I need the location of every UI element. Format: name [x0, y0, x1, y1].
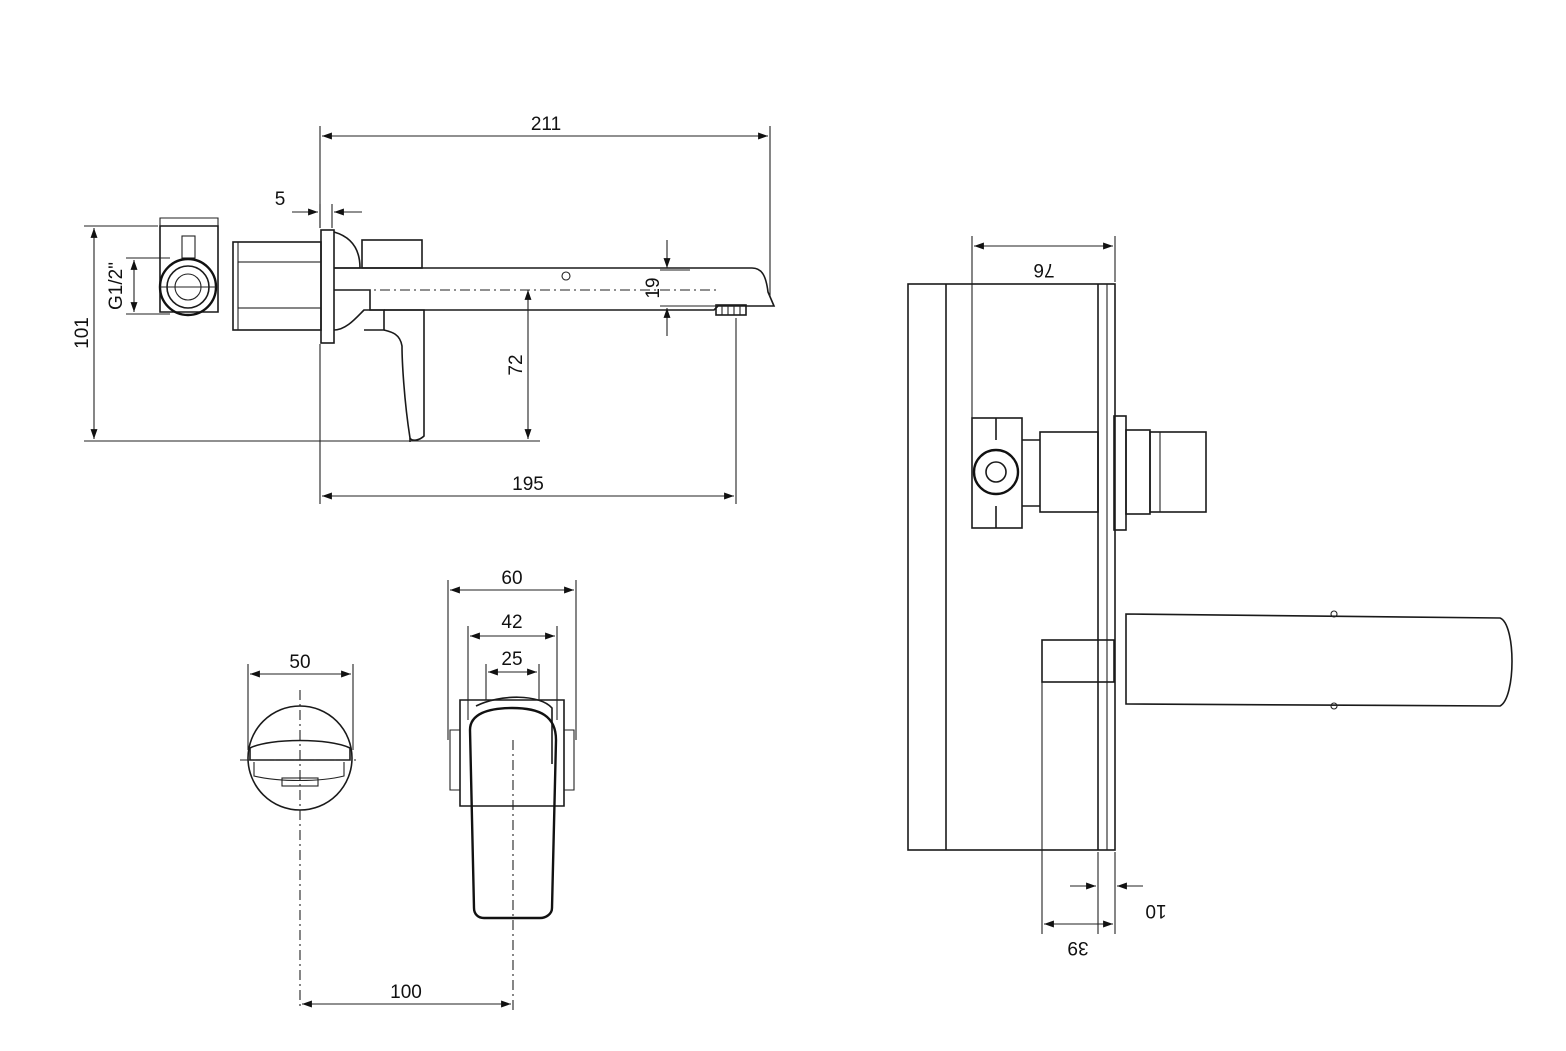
valve-body: [232, 241, 322, 331]
dim-100: 100: [390, 982, 422, 1003]
plan-spout: [1125, 613, 1513, 707]
spout-cap: [361, 239, 423, 269]
dim-101: 101: [72, 317, 93, 349]
plan-valve-body: [1039, 431, 1099, 513]
front-lever: [468, 706, 558, 920]
dim-211: 211: [531, 114, 561, 135]
plan-handle-cap: [1149, 431, 1207, 513]
spout: [334, 267, 776, 311]
handle-neck: [333, 231, 361, 269]
dim-60: 60: [501, 568, 522, 589]
plan-bracket: [971, 417, 1023, 529]
spout-hole: [561, 271, 571, 281]
wall-flange: [320, 229, 335, 344]
dim-76: 76: [1033, 259, 1054, 280]
dim-50: 50: [289, 652, 310, 673]
side-view: 211 5 101 G1/2" 72 19 195: [72, 114, 776, 504]
front-view-handle: 60 42 25 100: [302, 568, 577, 1010]
dim-42: 42: [501, 612, 522, 633]
front-view-spout: 50: [240, 652, 360, 1010]
dim-195: 195: [512, 474, 544, 495]
dim-72: 72: [506, 354, 527, 375]
wall-box: [907, 283, 1116, 851]
dim-19: 19: [643, 277, 664, 298]
aerator: [715, 304, 747, 316]
dim-thread: G1/2": [106, 262, 127, 310]
dim-39: 39: [1067, 937, 1088, 958]
plan-view: 76 10 39: [907, 236, 1513, 958]
lever-handle: [383, 309, 425, 441]
dim-10: 10: [1145, 900, 1166, 921]
handle-base: [459, 699, 565, 807]
dim-5: 5: [275, 189, 286, 210]
dim-25: 25: [501, 649, 522, 670]
plan-spout-base: [1041, 639, 1115, 683]
